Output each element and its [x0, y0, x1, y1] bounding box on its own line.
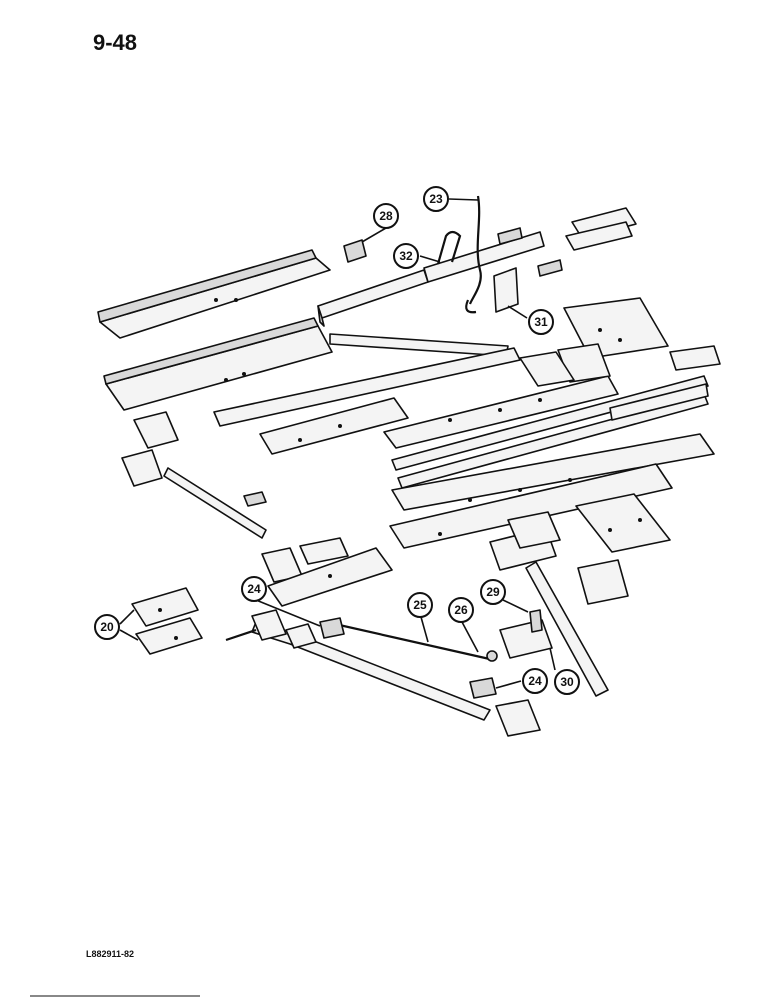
callout-23: 23: [423, 186, 449, 212]
rod-part-25: [325, 620, 495, 662]
small-bracket-top-center: [497, 227, 523, 245]
right-rails: [391, 375, 709, 489]
callout-31: 31: [528, 309, 554, 335]
bottom-plate: [495, 699, 541, 737]
svg-text:29: 29: [486, 585, 500, 599]
plate-lower-long: [389, 463, 673, 549]
diagonal-bar-left: [163, 467, 267, 539]
lower-long-tube: [251, 621, 491, 721]
brackets-center-lower: [261, 537, 349, 583]
callout-24-upper: 24: [241, 576, 267, 602]
callout-20: 20: [94, 614, 120, 640]
small-bracket-left-2: [121, 449, 163, 487]
leader-lines: [119, 198, 556, 689]
plate-right-lower: [391, 433, 715, 511]
svg-text:20: 20: [100, 620, 114, 634]
upper-left-angle-rail: [97, 249, 331, 339]
top-channel-beam: [317, 231, 545, 327]
block-part-24-lower: [469, 677, 497, 699]
svg-text:25: 25: [413, 598, 427, 612]
middle-left-angle-rail: [103, 317, 333, 411]
hinge-bracket-top-right: [565, 207, 637, 251]
plate-right-upper: [383, 375, 619, 449]
svg-text:30: 30: [560, 675, 574, 689]
small-bracket-left-1: [133, 411, 179, 449]
callout-29: 29: [480, 579, 506, 605]
svg-text:32: 32: [399, 249, 413, 263]
plates-part-20: [131, 587, 203, 655]
svg-text:26: 26: [454, 603, 468, 617]
page-number: 9-48: [93, 30, 138, 55]
svg-text:28: 28: [379, 209, 393, 223]
callout-32: 32: [393, 243, 419, 269]
small-bracket-center: [243, 491, 267, 507]
callout-25: 25: [407, 592, 433, 618]
lower-hinge-assembly: [225, 609, 317, 649]
long-rail-center: [213, 347, 521, 427]
svg-text:24: 24: [247, 582, 261, 596]
plate-center-left: [259, 397, 409, 455]
main-tube-right: [525, 561, 609, 697]
pin-part-26: [486, 650, 498, 662]
svg-text:24: 24: [528, 674, 542, 688]
callout-24-lower: 24: [522, 668, 548, 694]
u-bolt-part-32: [436, 230, 462, 265]
plate-far-right-upper: [519, 297, 721, 387]
chain-part-23: [465, 195, 482, 314]
block-part-24-upper: [319, 617, 345, 639]
plate-part-29-area: [499, 609, 553, 659]
bracket-part-31: [493, 267, 519, 313]
small-bracket-right: [537, 259, 563, 277]
clip-part-28: [343, 239, 367, 263]
svg-text:23: 23: [429, 192, 443, 206]
svg-text:31: 31: [534, 315, 548, 329]
bolt-holes: [158, 298, 642, 640]
drawing-code: L882911-82: [86, 949, 135, 959]
callout-28: 28: [373, 203, 399, 229]
callout-26: 26: [448, 597, 474, 623]
callout-30: 30: [554, 669, 580, 695]
bracket-assembly-center-right: [489, 511, 561, 571]
plate-right-small-2: [577, 559, 629, 605]
plate-right-small-1: [575, 493, 671, 553]
diagonal-brace-upper: [329, 333, 509, 357]
